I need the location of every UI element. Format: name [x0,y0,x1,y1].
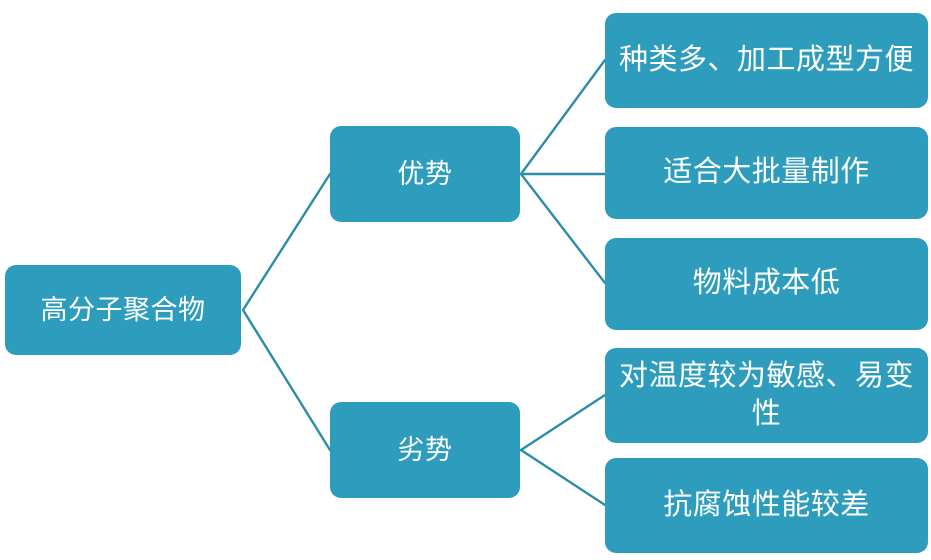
connector-root-to-advantages [241,172,332,312]
connector-disadvantages-to-leaf-3 [519,393,607,452]
node-root[interactable]: 高分子聚合物 [5,265,241,355]
connector-advantages-to-leaf-2 [519,172,607,285]
node-advantage-mass-production[interactable]: 适合大批量制作 [605,127,928,219]
node-root-label: 高分子聚合物 [40,294,206,325]
node-advantage-mass-production-label: 适合大批量制作 [663,156,870,189]
connector-advantages-to-leaf-0 [519,58,607,176]
node-disadvantage-corrosion-resistance-label: 抗腐蚀性能较差 [663,488,870,521]
node-disadvantage-corrosion-resistance[interactable]: 抗腐蚀性能较差 [605,458,928,553]
node-disadvantage-temperature-sensitive[interactable]: 对温度较为敏感、易变 性 [605,348,928,443]
node-advantage-variety[interactable]: 种类多、加工成型方便 [605,13,928,108]
node-disadvantages-label: 劣势 [397,434,453,465]
connector-disadvantages-to-leaf-4 [519,448,607,507]
node-advantage-low-cost[interactable]: 物料成本低 [605,238,928,330]
node-disadvantage-temperature-sensitive-label: 对温度较为敏感、易变 性 [618,360,914,430]
connector-root-to-disadvantages [241,308,332,452]
node-advantages-label: 优势 [397,158,453,189]
node-advantage-variety-label: 种类多、加工成型方便 [618,43,914,76]
node-advantages[interactable]: 优势 [330,126,520,222]
node-disadvantages[interactable]: 劣势 [330,402,520,498]
node-advantage-low-cost-label: 物料成本低 [692,267,841,300]
